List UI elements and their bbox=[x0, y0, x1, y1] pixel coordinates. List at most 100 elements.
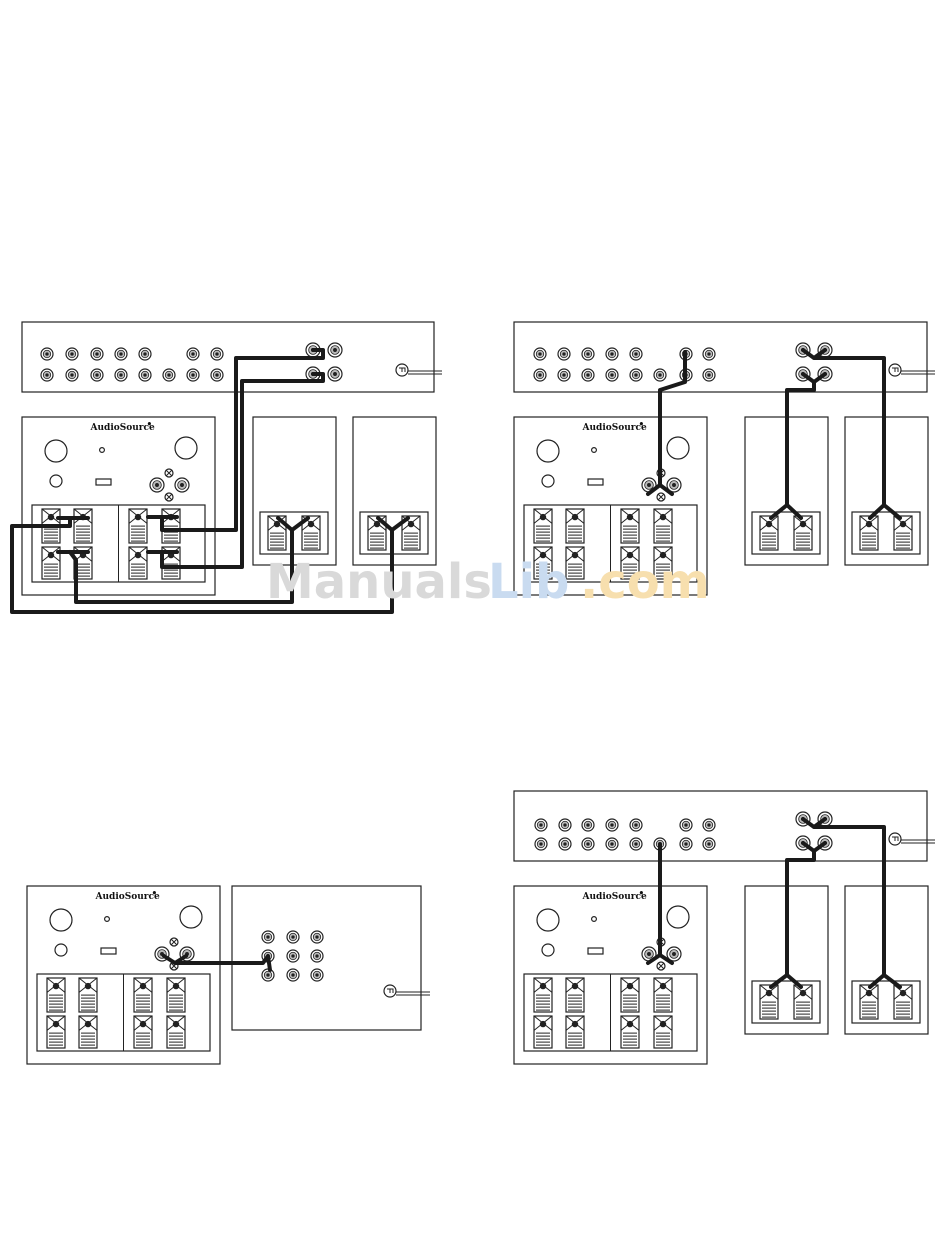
rca-jack bbox=[606, 348, 618, 360]
terminal-post bbox=[572, 514, 578, 520]
speaker-terminal bbox=[794, 516, 812, 550]
power-led bbox=[100, 448, 105, 453]
terminal-post bbox=[800, 521, 806, 527]
terminal-body bbox=[534, 1016, 552, 1048]
rca-jack-center bbox=[333, 348, 337, 352]
rca-jack bbox=[535, 819, 547, 831]
mode-switch bbox=[542, 475, 554, 487]
rca-jack-center bbox=[684, 823, 687, 826]
rca-jack bbox=[328, 343, 342, 357]
speaker-terminal bbox=[794, 985, 812, 1019]
terminal-post bbox=[540, 983, 546, 989]
rca-jack bbox=[582, 348, 594, 360]
rca-jack bbox=[311, 969, 323, 981]
terminal-post bbox=[53, 1021, 59, 1027]
rca-jack-center bbox=[562, 373, 565, 376]
brand-mark: • bbox=[639, 889, 645, 899]
brand-mark: • bbox=[639, 420, 645, 430]
terminal-post bbox=[627, 983, 633, 989]
compact-receiver bbox=[232, 886, 430, 1030]
rca-jack bbox=[287, 950, 299, 962]
fuse-slot bbox=[101, 948, 116, 954]
mode-switch bbox=[55, 944, 67, 956]
speaker-terminal bbox=[167, 1016, 185, 1048]
rca-jack-center bbox=[291, 935, 294, 938]
speaker-terminal bbox=[621, 978, 639, 1012]
rca-jack-center bbox=[95, 352, 98, 355]
rca-jack-center bbox=[95, 373, 98, 376]
rca-jack-center bbox=[291, 954, 294, 957]
brand-mark: • bbox=[152, 889, 158, 899]
rca-jack-center bbox=[647, 483, 651, 487]
rca-jack-center bbox=[291, 973, 294, 976]
speaker-terminal bbox=[894, 985, 912, 1019]
terminal-post bbox=[540, 514, 546, 520]
rca-jack-center bbox=[70, 373, 73, 376]
terminal-post bbox=[173, 1021, 179, 1027]
compact-receiver-body bbox=[232, 886, 421, 1030]
rca-jack-center bbox=[563, 842, 566, 845]
receiver-body bbox=[22, 322, 434, 392]
rca-jack-center bbox=[672, 483, 676, 487]
terminal-post bbox=[140, 983, 146, 989]
manualslib-watermark: ManualsLib.com bbox=[266, 554, 710, 610]
audiosource-amplifier: AudioSource• bbox=[514, 886, 707, 1064]
terminal-body bbox=[167, 1016, 185, 1048]
rca-jack-center bbox=[315, 935, 318, 938]
rca-jack-center bbox=[672, 952, 676, 956]
terminal-post bbox=[900, 521, 906, 527]
rca-jack-center bbox=[562, 352, 565, 355]
terminal-post bbox=[866, 990, 872, 996]
rca-jack bbox=[582, 838, 594, 850]
crossover-knob bbox=[667, 437, 689, 459]
rca-jack-center bbox=[70, 352, 73, 355]
rca-jack bbox=[150, 478, 164, 492]
rca-jack-center bbox=[167, 373, 170, 376]
speaker-terminal bbox=[162, 509, 180, 543]
rca-jack-center bbox=[610, 373, 613, 376]
rca-jack bbox=[582, 819, 594, 831]
speaker-terminal bbox=[129, 547, 147, 579]
speaker-terminal bbox=[760, 516, 778, 550]
rca-jack bbox=[139, 348, 151, 360]
volume-knob bbox=[537, 909, 559, 931]
speaker-terminal bbox=[534, 1016, 552, 1048]
speaker-terminal bbox=[134, 978, 152, 1012]
terminal-body bbox=[79, 1016, 97, 1048]
mode-switch bbox=[50, 475, 62, 487]
terminal-post bbox=[572, 552, 578, 558]
speaker-terminal bbox=[47, 978, 65, 1012]
rca-jack-center bbox=[155, 483, 159, 487]
rca-jack bbox=[66, 369, 78, 381]
rca-jack-center bbox=[634, 352, 637, 355]
rca-jack bbox=[703, 838, 715, 850]
speaker-terminal bbox=[74, 509, 92, 543]
terminal-post bbox=[766, 990, 772, 996]
rca-jack-center bbox=[119, 352, 122, 355]
terminal-body bbox=[654, 1016, 672, 1048]
rca-jack-center bbox=[315, 973, 318, 976]
rca-jack bbox=[606, 369, 618, 381]
speaker-terminal bbox=[894, 516, 912, 550]
speaker-terminal bbox=[860, 516, 878, 550]
rca-jack-center bbox=[45, 352, 48, 355]
rca-jack-center bbox=[333, 372, 337, 376]
terminal-body bbox=[47, 1016, 65, 1048]
brand-label: AudioSource bbox=[582, 892, 648, 902]
rca-jack-center bbox=[586, 842, 589, 845]
terminal-post bbox=[866, 521, 872, 527]
speaker-terminal bbox=[534, 978, 552, 1012]
rca-jack-center bbox=[707, 352, 710, 355]
rca-jack-center bbox=[634, 823, 637, 826]
terminal-post bbox=[48, 514, 54, 520]
rca-jack bbox=[654, 369, 666, 381]
speaker-terminal bbox=[621, 1016, 639, 1048]
rca-jack-center bbox=[538, 373, 541, 376]
terminal-body bbox=[621, 1016, 639, 1048]
speaker-terminal bbox=[134, 1016, 152, 1048]
rca-jack-center bbox=[707, 373, 710, 376]
rca-jack bbox=[703, 819, 715, 831]
rca-jack bbox=[287, 931, 299, 943]
rca-jack bbox=[91, 369, 103, 381]
